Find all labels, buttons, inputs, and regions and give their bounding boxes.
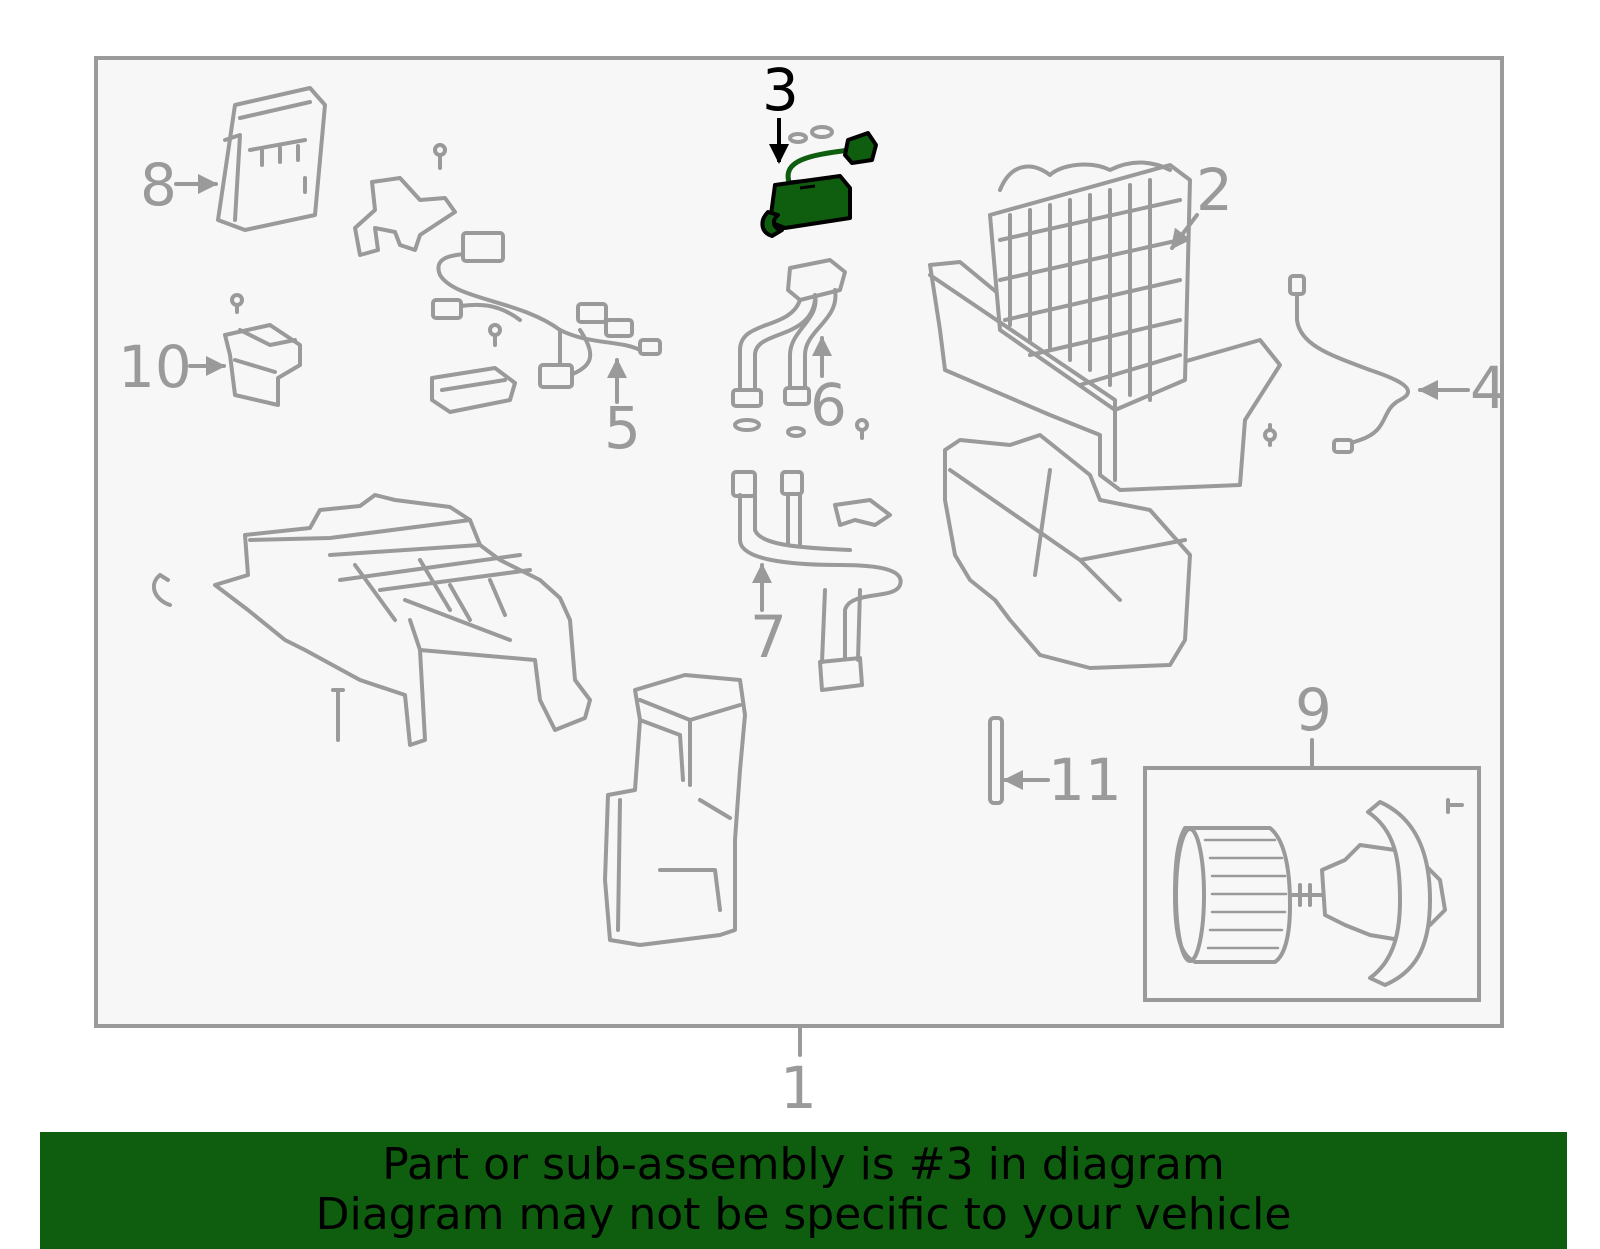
callout-2[interactable]: 2 — [1196, 156, 1233, 224]
part-7-suction-tube[interactable] — [731, 470, 903, 692]
air-duct — [603, 673, 747, 947]
callout-10[interactable]: 10 — [118, 333, 192, 401]
callout-5[interactable]: 5 — [604, 394, 641, 462]
callout-3[interactable]: 3 — [762, 56, 799, 124]
part-9-blower-motor-box[interactable] — [1143, 766, 1481, 1002]
callout-7[interactable]: 7 — [750, 603, 787, 671]
part-3-evaporator-temp-sensor[interactable] — [760, 125, 878, 238]
sensor-body — [768, 174, 852, 230]
part-8-control-module[interactable] — [216, 86, 327, 232]
banner-line-1: Part or sub-assembly is #3 in diagram — [382, 1139, 1225, 1190]
heater-case — [151, 493, 592, 747]
sensor-clip — [760, 210, 784, 238]
callout-9[interactable]: 9 — [1295, 676, 1332, 744]
callout-labels: 1 2 3 4 5 6 7 8 9 10 11 — [118, 56, 1507, 1122]
part-5-wire-harness[interactable] — [353, 143, 662, 414]
info-banner: Part or sub-assembly is #3 in diagram Di… — [40, 1132, 1567, 1249]
leader-lines — [174, 118, 1470, 1057]
sensor-wire-fill — [785, 147, 851, 186]
part-4-thermistor[interactable] — [1263, 274, 1410, 454]
part-6-liquid-tube[interactable] — [731, 258, 869, 440]
banner-line-2: Diagram may not be specific to your vehi… — [315, 1189, 1292, 1240]
callout-6[interactable]: 6 — [810, 371, 847, 439]
callout-1[interactable]: 1 — [780, 1054, 817, 1122]
callout-8[interactable]: 8 — [140, 151, 177, 219]
part-2-evaporator-core[interactable] — [928, 160, 1282, 492]
part-11-drain-hose[interactable] — [988, 716, 1004, 805]
lower-case — [943, 433, 1192, 670]
part-10-blower-resistor[interactable] — [223, 293, 302, 407]
sensor-connector — [843, 131, 878, 165]
callout-4[interactable]: 4 — [1470, 354, 1507, 422]
callout-11[interactable]: 11 — [1048, 746, 1122, 814]
